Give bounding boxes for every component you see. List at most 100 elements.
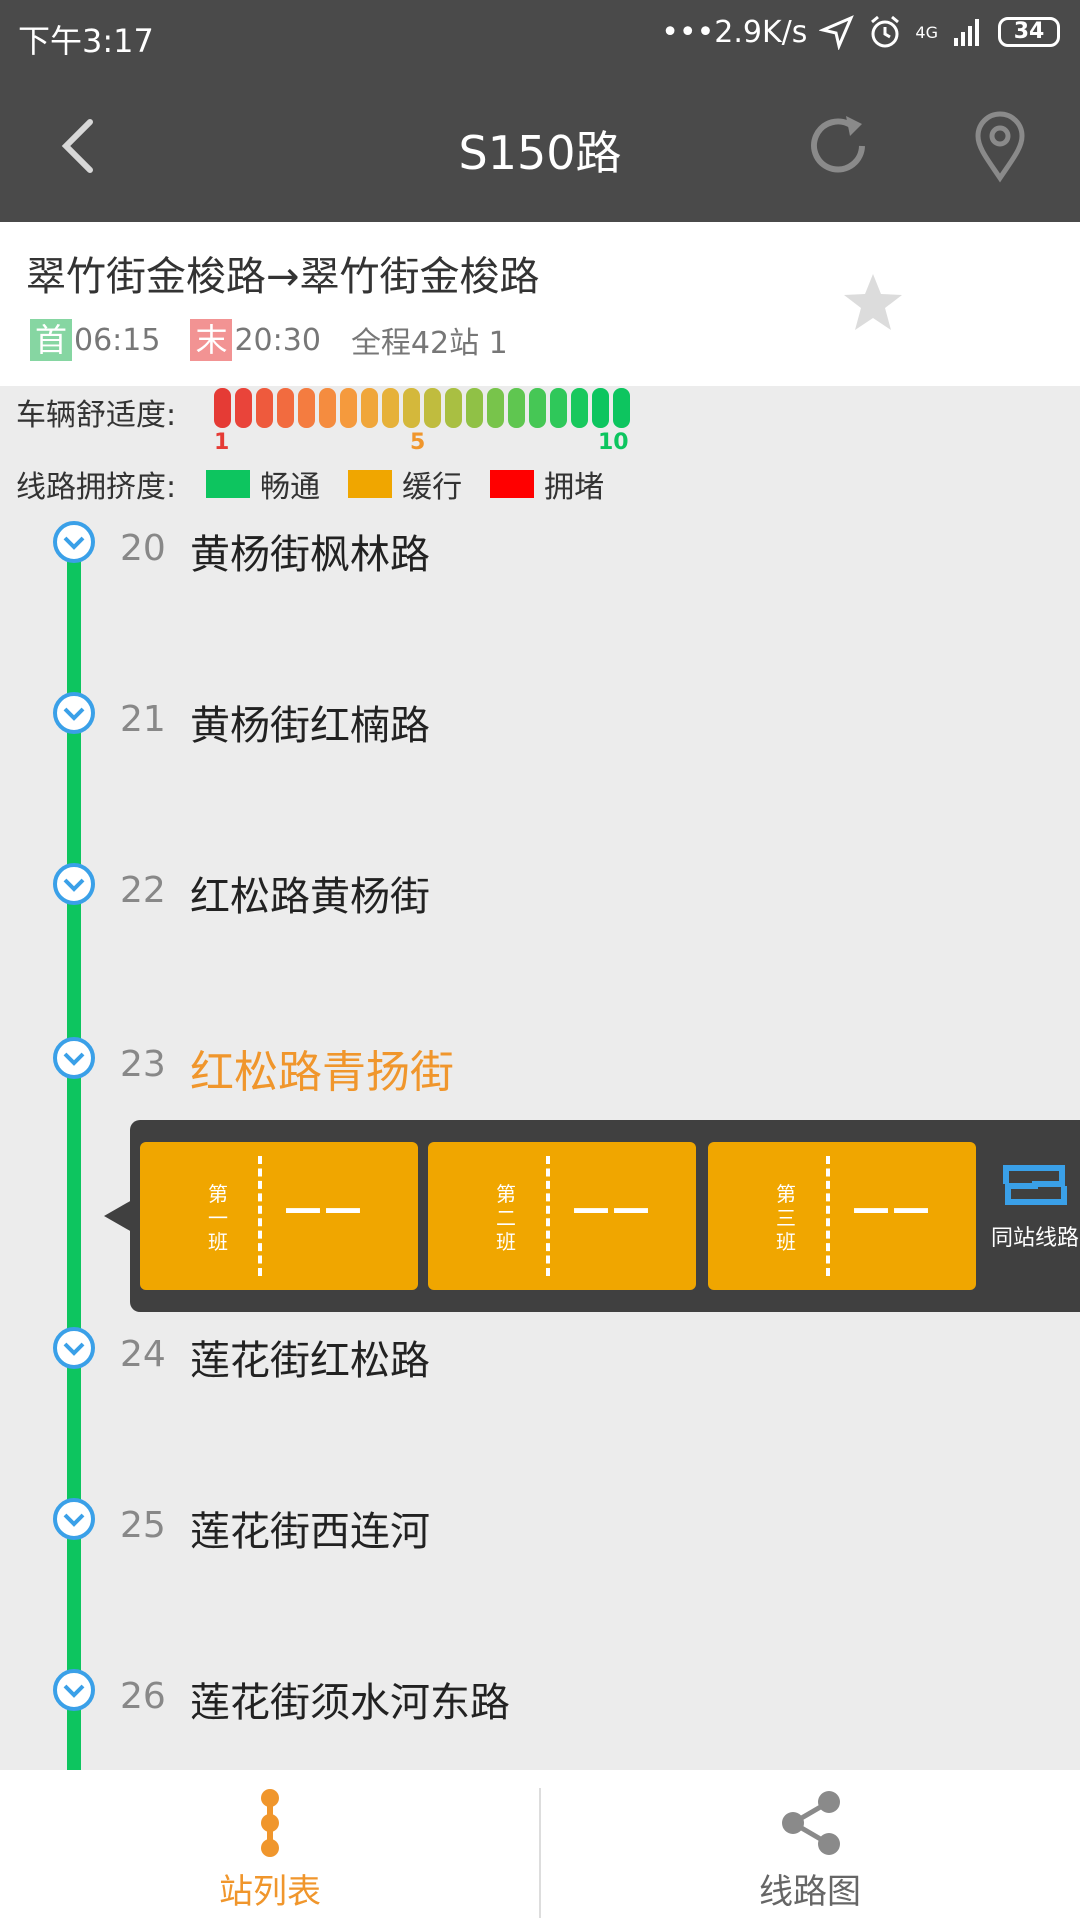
total-stations: 全程42站 1: [350, 326, 508, 361]
tab-label: 线路图: [759, 1872, 861, 1912]
last-bus-tag: 末: [190, 319, 233, 361]
comfort-segment: [361, 388, 378, 428]
station-number: 25: [120, 1505, 166, 1546]
comfort-segment: [613, 388, 630, 428]
card-divider: [546, 1156, 550, 1276]
comfort-segment: [340, 388, 357, 428]
comfort-segment: [550, 388, 567, 428]
station-node-icon: [53, 1327, 95, 1369]
top-nav-bar: S150路: [0, 72, 1080, 222]
station-name: 黄杨街红楠路: [190, 703, 430, 749]
station-number: 21: [120, 699, 166, 740]
current-station-item[interactable]: 23 红松路青扬街: [0, 1036, 1080, 1116]
same-station-lines-button[interactable]: 同站线路: [990, 1160, 1080, 1252]
station-number: 24: [120, 1334, 166, 1375]
bus-card-2[interactable]: 第二班 ——: [428, 1142, 696, 1290]
bus-eta: ——: [572, 1186, 652, 1230]
same-station-label: 同站线路: [990, 1226, 1079, 1251]
station-name: 红松路青扬街: [190, 1047, 454, 1098]
station-item[interactable]: 20 黄杨街枫林路: [0, 520, 1080, 600]
comfort-scale-mid: 5: [410, 430, 426, 455]
station-node-icon: [53, 692, 95, 734]
location-pin-icon[interactable]: [960, 106, 1040, 186]
popup-pointer: [104, 1200, 132, 1232]
route-direction: 翠竹街金梭路→翠竹街金梭路: [26, 254, 540, 300]
bottom-tab-bar: 站列表 线路图: [0, 1770, 1080, 1920]
bus-label: 第二班: [496, 1182, 516, 1254]
signal-icon: [954, 19, 979, 46]
arrival-popup: 第一班 —— 第二班 —— 第三班 —— 同站线路: [130, 1120, 1080, 1312]
station-name: 莲花街红松路: [190, 1338, 430, 1384]
station-item[interactable]: 24 莲花街红松路: [0, 1326, 1080, 1406]
tab-route-map[interactable]: 线路图: [540, 1770, 1080, 1920]
bus-card-3[interactable]: 第三班 ——: [708, 1142, 976, 1290]
crowd-label: 线路拥挤度:: [16, 470, 177, 505]
comfort-scale-min: 1: [214, 430, 230, 455]
back-icon[interactable]: [40, 106, 120, 186]
comfort-segment: [592, 388, 609, 428]
comfort-scale-max: 10: [598, 430, 629, 455]
favorite-star-icon[interactable]: [840, 270, 906, 336]
comfort-segment: [466, 388, 483, 428]
station-name: 红松路黄杨街: [190, 874, 430, 920]
status-icons: •••2.9K/s 4G 34: [661, 14, 1060, 50]
station-item[interactable]: 26 莲花街须水河东路: [0, 1668, 1080, 1748]
jam-label: 拥堵: [544, 470, 605, 505]
comfort-segment: [298, 388, 315, 428]
status-time: 下午3:17: [18, 22, 154, 60]
station-node-icon: [53, 1498, 95, 1540]
comfort-segment: [424, 388, 441, 428]
station-item[interactable]: 25 莲花街西连河: [0, 1497, 1080, 1577]
location-arrow-icon: [819, 15, 855, 50]
transfer-icon: [1003, 1165, 1067, 1205]
station-number: 22: [120, 870, 166, 911]
station-node-icon: [53, 1669, 95, 1711]
station-name: 黄杨街枫林路: [190, 532, 430, 578]
last-bus-time: 20:30: [234, 322, 321, 358]
station-number: 26: [120, 1676, 166, 1717]
station-number: 23: [120, 1044, 166, 1085]
card-divider: [258, 1156, 262, 1276]
tab-label: 站列表: [219, 1872, 321, 1912]
comfort-label: 车辆舒适度:: [16, 398, 177, 433]
tab-station-list[interactable]: 站列表: [0, 1770, 540, 1920]
page-title: S150路: [458, 126, 622, 180]
refresh-icon[interactable]: [800, 106, 880, 186]
bus-eta: ——: [852, 1186, 932, 1230]
station-number: 20: [120, 528, 166, 569]
battery-icon: 34: [998, 17, 1060, 47]
bus-label: 第三班: [776, 1182, 796, 1254]
crowd-legend: 线路拥挤度: 畅通 缓行 拥堵: [16, 462, 604, 506]
share-route-map-icon: [782, 1791, 840, 1855]
first-bus-tag: 首: [30, 319, 72, 361]
tab-divider: [539, 1788, 541, 1918]
comfort-segment: [319, 388, 336, 428]
bus-eta: ——: [284, 1186, 364, 1230]
station-node-icon: [53, 1037, 95, 1079]
comfort-segment: [235, 388, 252, 428]
comfort-segment: [445, 388, 462, 428]
station-item[interactable]: 22 红松路黄杨街: [0, 862, 1080, 942]
smooth-label: 畅通: [260, 470, 321, 505]
first-bus-time: 06:15: [74, 322, 161, 358]
comfort-segment: [382, 388, 399, 428]
station-item[interactable]: 21 黄杨街红楠路: [0, 691, 1080, 771]
net-speed: •••2.9K/s: [661, 14, 808, 50]
station-name: 莲花街须水河东路: [190, 1680, 510, 1726]
card-divider: [826, 1156, 830, 1276]
route-info-panel: 翠竹街金梭路→翠竹街金梭路 首 06:15 末 20:30 全程42站 1: [0, 222, 1080, 386]
bus-card-1[interactable]: 第一班 ——: [140, 1142, 418, 1290]
station-node-icon: [53, 863, 95, 905]
comfort-segment: [277, 388, 294, 428]
comfort-segment: [403, 388, 420, 428]
route-meta: 首 06:15 末 20:30 全程42站 1: [30, 318, 508, 362]
comfort-segment: [529, 388, 546, 428]
bus-label: 第一班: [208, 1182, 228, 1254]
network-type: 4G: [915, 22, 938, 42]
station-node-icon: [53, 521, 95, 563]
comfort-segment: [487, 388, 504, 428]
slow-swatch: [348, 470, 393, 498]
alarm-icon: [871, 15, 900, 48]
comfort-segment: [508, 388, 525, 428]
comfort-scale-bar: [214, 388, 630, 432]
